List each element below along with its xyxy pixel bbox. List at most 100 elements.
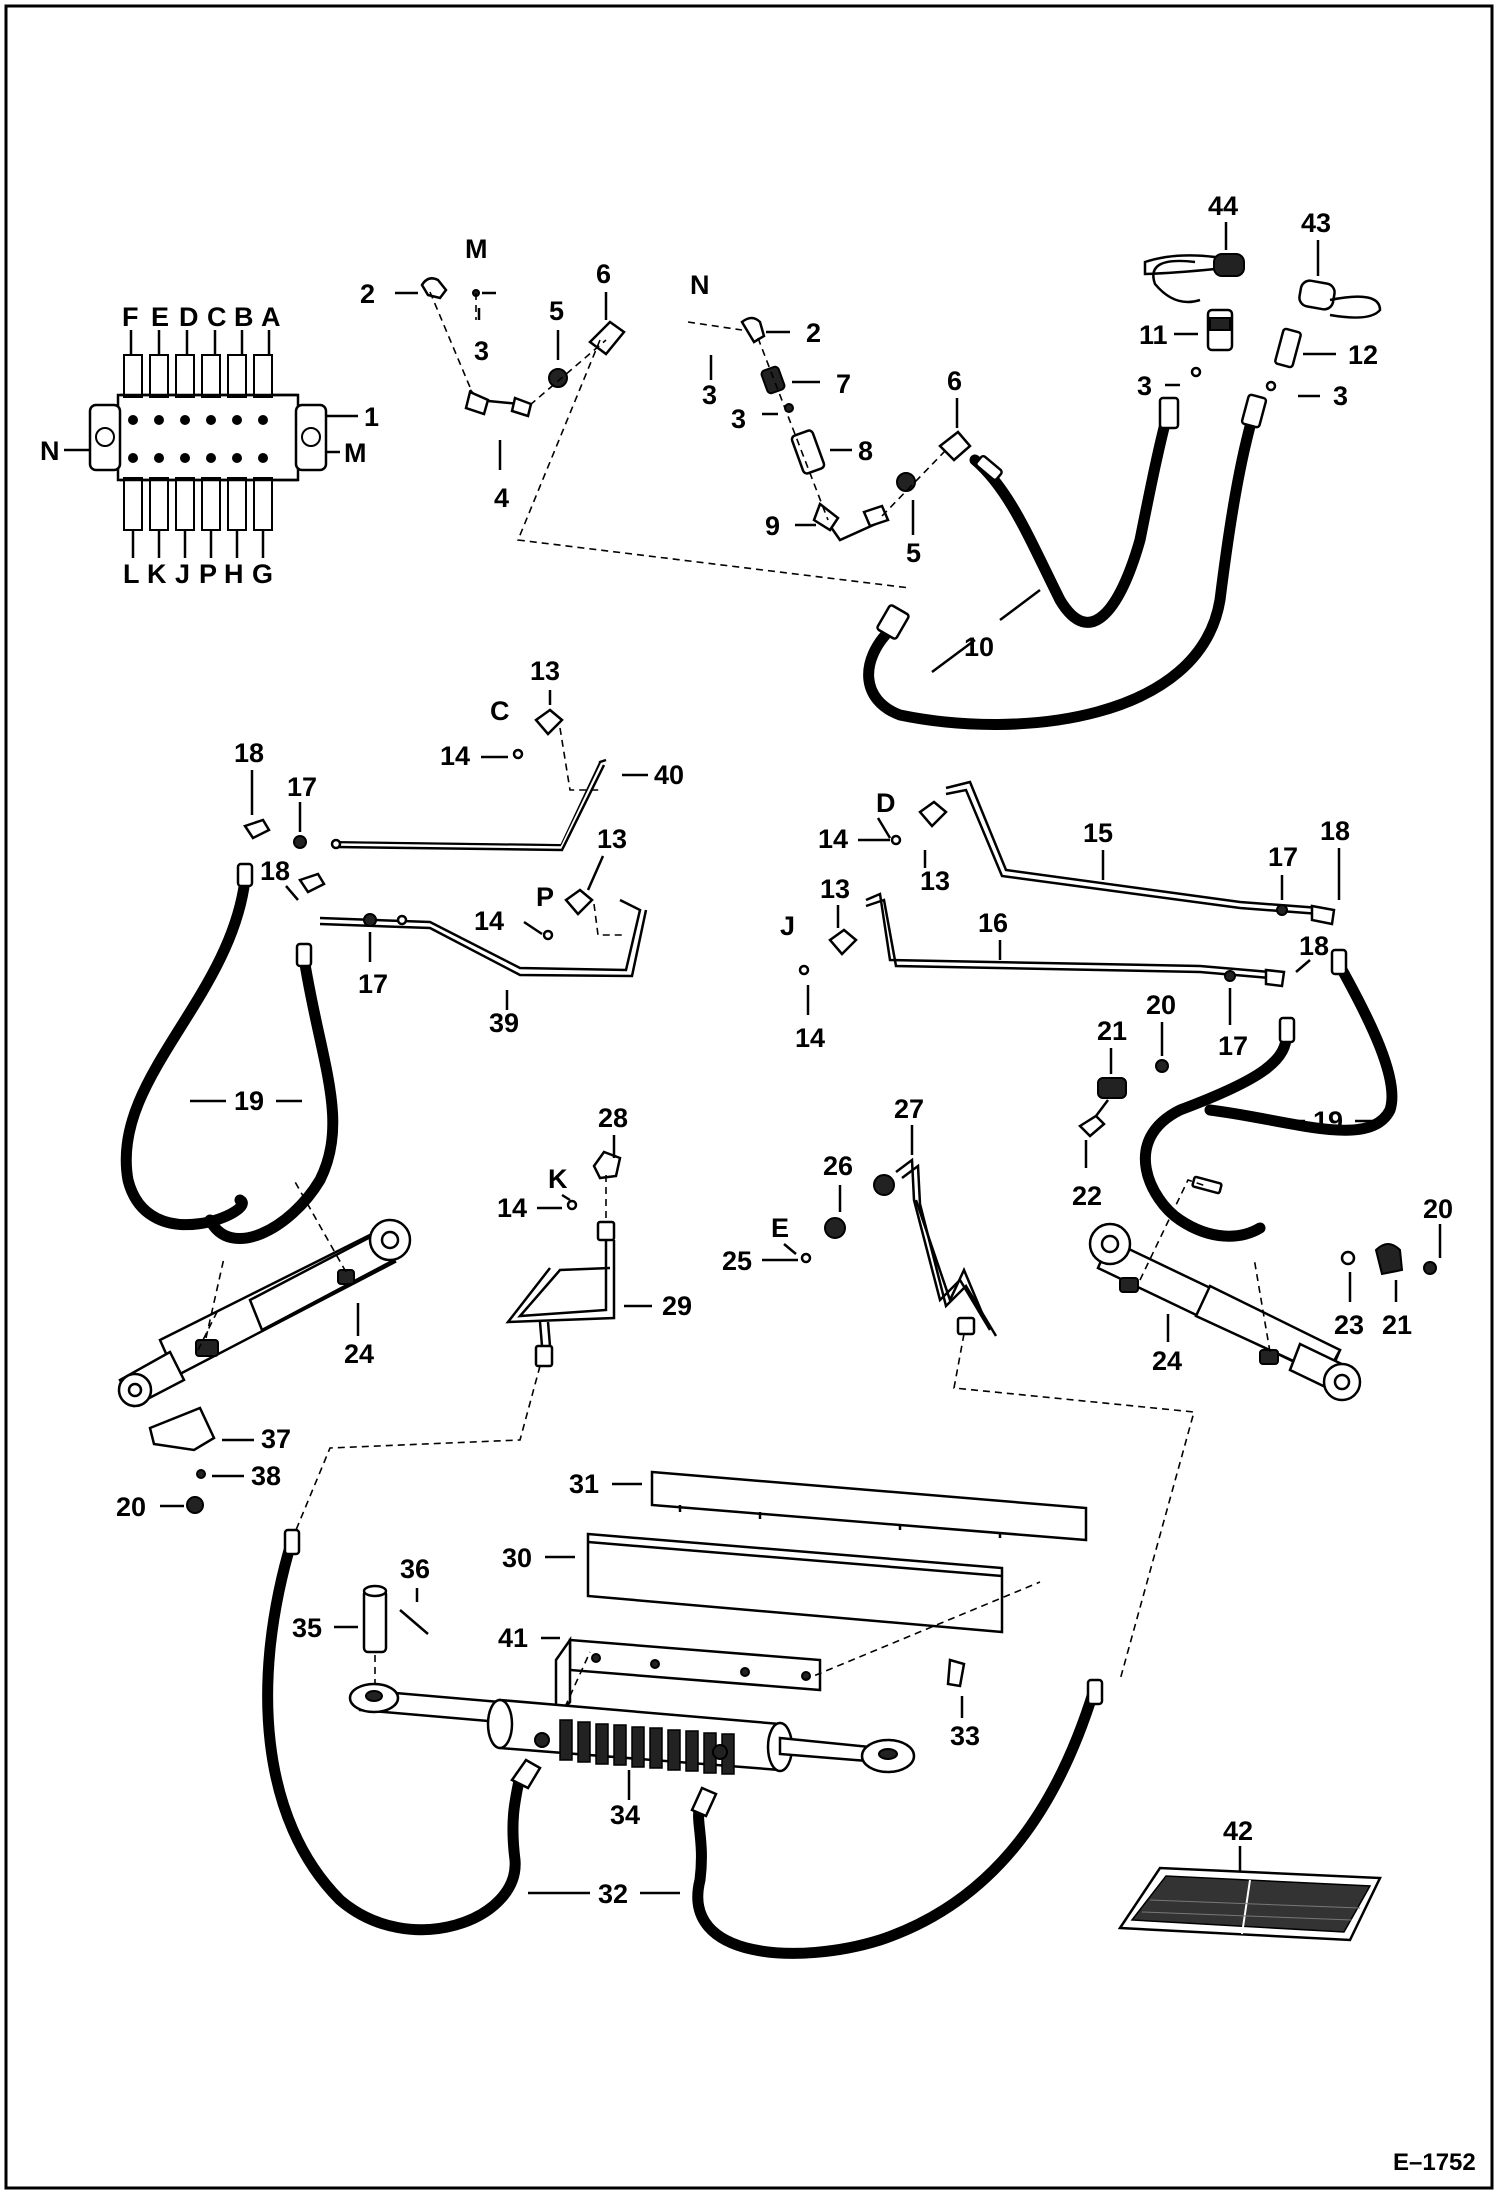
callout-14-c: 14 [440, 741, 470, 771]
callout-23: 23 [1334, 1310, 1364, 1340]
callout-20-lower: 20 [1423, 1194, 1453, 1224]
steering-cylinder-assembly [262, 1470, 1104, 1959]
callout-14-d: 14 [818, 824, 848, 854]
port-J-tube: J [780, 911, 795, 941]
port-C-tube: C [490, 696, 510, 726]
callout-17-right-a: 17 [1268, 842, 1298, 872]
callout-39: 39 [489, 1008, 519, 1038]
valve-port-labels: F E D C B A L K J P H G N M 1 [40, 302, 379, 589]
port-C: C [207, 302, 227, 332]
callout-3-n-b: 3 [731, 404, 746, 434]
callout-19-left: 19 [234, 1086, 264, 1116]
port-E-tube: E [771, 1213, 789, 1243]
callout-1: 1 [364, 402, 379, 432]
callout-3-m: 3 [474, 336, 489, 366]
callout-27: 27 [894, 1094, 924, 1124]
callout-18-left-a: 18 [234, 738, 264, 768]
callout-15: 15 [1083, 818, 1113, 848]
callout-42: 42 [1223, 1816, 1253, 1846]
callout-8: 8 [858, 436, 873, 466]
callout-37: 37 [261, 1424, 291, 1454]
port-E: E [151, 302, 169, 332]
callout-13-j: 13 [820, 874, 850, 904]
port-D-tube: D [876, 788, 896, 818]
callout-24-left: 24 [344, 1339, 374, 1369]
port-N-fitting: N [690, 270, 710, 300]
callout-4: 4 [494, 483, 509, 513]
right-tube-lines [798, 780, 1398, 1242]
callout-7: 7 [836, 369, 851, 399]
callout-13-d: 13 [920, 866, 950, 896]
callout-40: 40 [654, 760, 684, 790]
callout-32: 32 [598, 1879, 628, 1909]
callout-20-left: 20 [116, 1492, 146, 1522]
callout-24-right: 24 [1152, 1346, 1182, 1376]
callout-31: 31 [569, 1469, 599, 1499]
left-tube-lines [120, 708, 648, 1244]
callout-19-right: 19 [1313, 1106, 1343, 1136]
callout-6-n: 6 [947, 366, 962, 396]
callout-6-m: 6 [596, 259, 611, 289]
callout-21-lower: 21 [1382, 1310, 1412, 1340]
callout-3-n-a: 3 [702, 380, 717, 410]
left-cylinder [117, 1179, 412, 1514]
callout-17-left-a: 17 [287, 772, 317, 802]
callout-11: 11 [1139, 320, 1168, 350]
callout-28: 28 [598, 1103, 628, 1133]
callout-29: 29 [662, 1291, 692, 1321]
callout-18-right-b: 18 [1299, 931, 1329, 961]
callout-3-left-coupler: 3 [1137, 371, 1152, 401]
port-M-fitting: M [465, 234, 488, 264]
port-K: K [147, 559, 167, 589]
hose-assembly-10 [863, 253, 1382, 730]
port-L: L [123, 559, 140, 589]
callout-14-p: 14 [474, 906, 504, 936]
callout-13-p: 13 [597, 824, 627, 854]
callout-14-j: 14 [795, 1023, 825, 1053]
callout-43: 43 [1301, 208, 1331, 238]
callout-3-right-coupler: 3 [1333, 381, 1348, 411]
callout-34: 34 [610, 1800, 640, 1830]
callout-2-m: 2 [360, 279, 375, 309]
callout-12: 12 [1348, 340, 1378, 370]
callout-21-upper: 21 [1097, 1016, 1127, 1046]
port-G: G [252, 559, 273, 589]
port-n-fittings [687, 316, 972, 542]
callout-17-right-b: 17 [1218, 1031, 1248, 1061]
diagram-reference: E–1752 [1393, 2149, 1476, 2176]
port-m-fittings [420, 277, 911, 589]
callout-18-left-b: 18 [260, 856, 290, 886]
callout-2-n: 2 [806, 318, 821, 348]
callout-33: 33 [950, 1721, 980, 1751]
callout-17-left-b: 17 [358, 969, 388, 999]
decal-42 [1117, 1866, 1382, 1942]
callout-30: 30 [502, 1543, 532, 1573]
callout-10: 10 [964, 632, 994, 662]
right-cylinder [1078, 1059, 1437, 1402]
port-P: P [199, 559, 217, 589]
callout-44: 44 [1208, 191, 1238, 221]
callout-5-m: 5 [549, 296, 564, 326]
page-border [4, 4, 1494, 2190]
center-tubes [295, 1150, 1196, 1681]
callout-35: 35 [292, 1613, 322, 1643]
callout-22: 22 [1072, 1181, 1102, 1211]
callout-36: 36 [400, 1554, 430, 1584]
callout-14-k: 14 [497, 1193, 527, 1223]
callout-16: 16 [978, 908, 1008, 938]
callout-18-right-a: 18 [1320, 816, 1350, 846]
callout-5-n: 5 [906, 538, 921, 568]
callout-38: 38 [251, 1461, 281, 1491]
port-N-valve: N [40, 436, 60, 466]
port-H: H [224, 559, 244, 589]
port-K-tube: K [548, 1164, 568, 1194]
port-F: F [122, 302, 139, 332]
callout-41: 41 [498, 1623, 528, 1653]
callout-13-c: 13 [530, 656, 560, 686]
port-P-tube: P [536, 882, 554, 912]
port-J: J [175, 559, 190, 589]
port-M-valve: M [344, 438, 367, 468]
callout-26: 26 [823, 1151, 853, 1181]
callout-25: 25 [722, 1246, 752, 1276]
